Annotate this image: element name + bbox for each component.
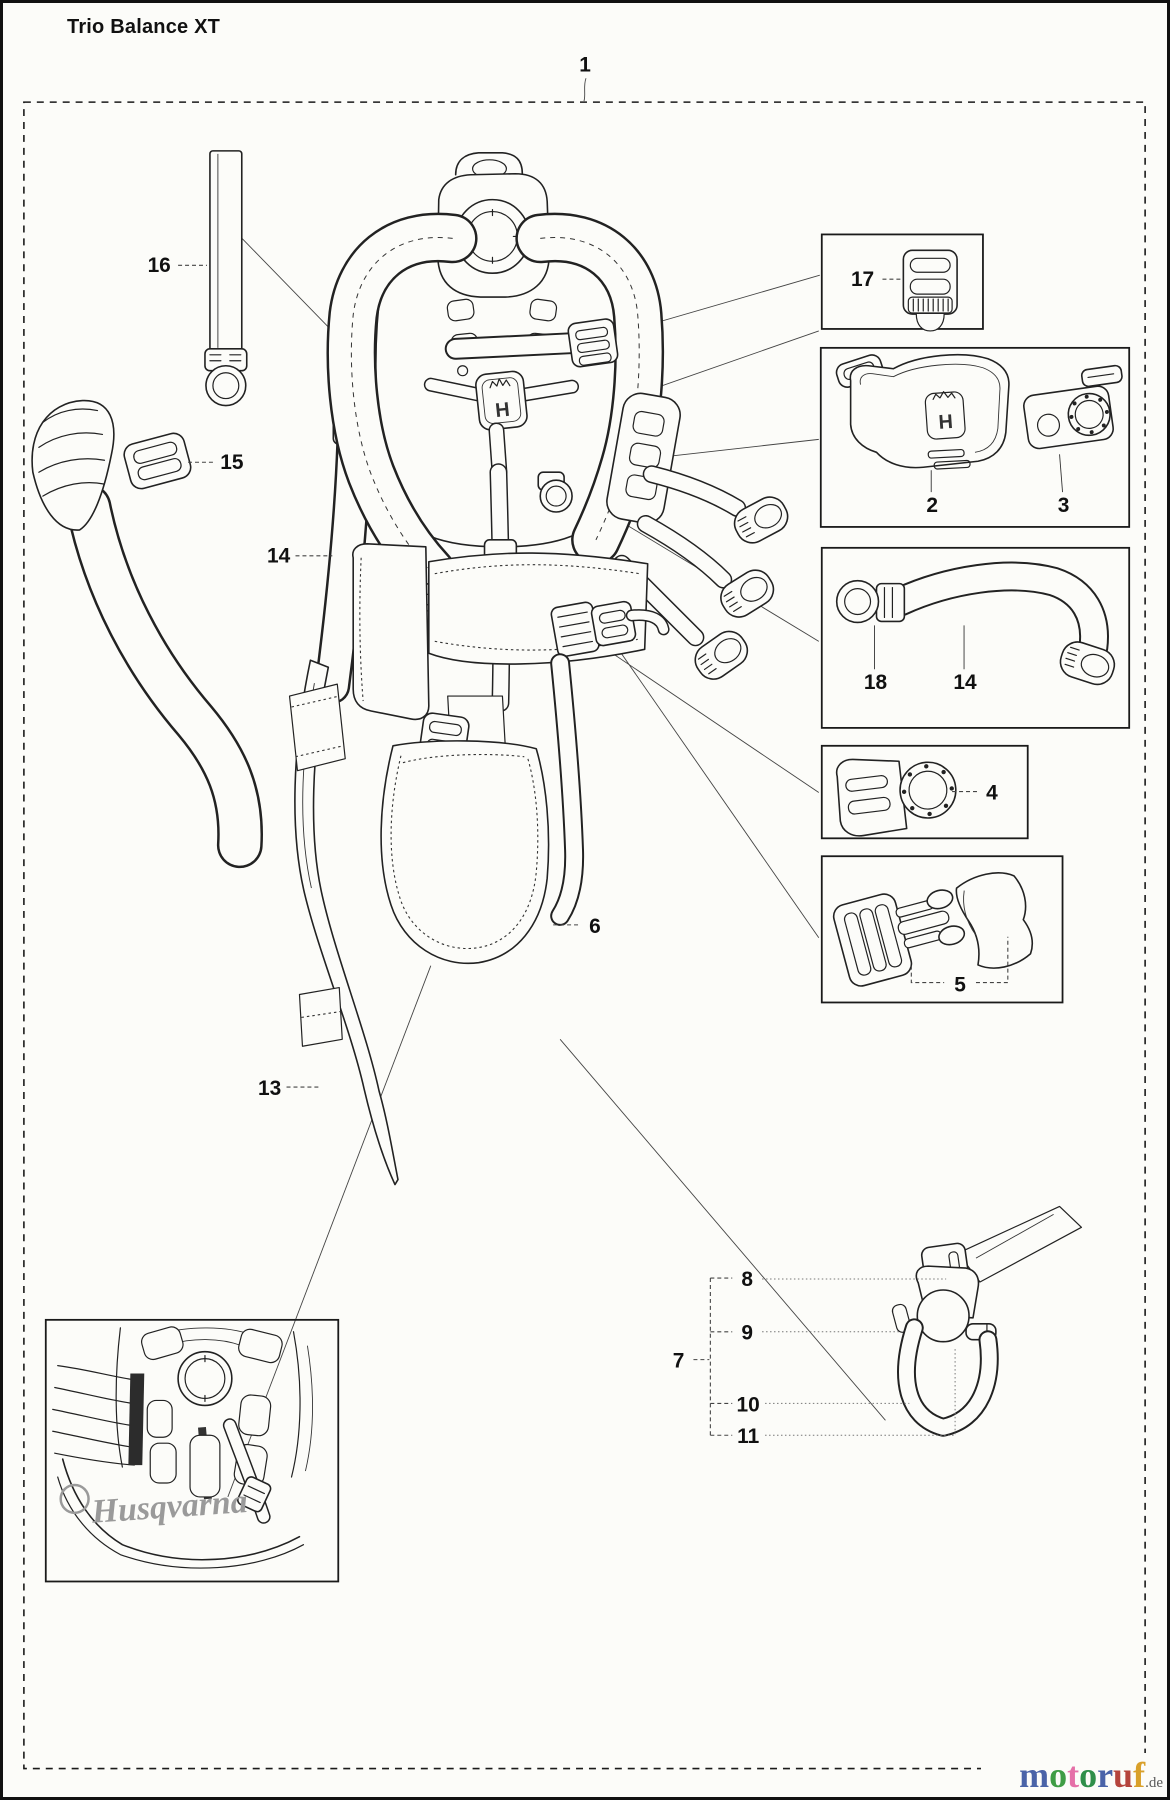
callout-7: 7 bbox=[673, 1350, 685, 1373]
logo-letter: f bbox=[1133, 1755, 1146, 1795]
husqvarna-h-emblem: H bbox=[494, 399, 511, 422]
logo-letter: r bbox=[1097, 1755, 1114, 1795]
hook-assembly bbox=[891, 1205, 1083, 1437]
part-13-stay bbox=[288, 659, 399, 1186]
part-5-male-buckle bbox=[832, 889, 966, 987]
logo-letter: t bbox=[1067, 1755, 1080, 1795]
inset-box-18-14 bbox=[820, 546, 1131, 729]
logo-tld: .de bbox=[1145, 1775, 1163, 1791]
part-2-hip-plate: H bbox=[835, 354, 1010, 470]
page-title: Trio Balance XT bbox=[67, 16, 221, 38]
callout-connectors bbox=[178, 264, 1063, 1436]
callout-3: 3 bbox=[1058, 494, 1070, 517]
part-14-long-strap bbox=[31, 399, 263, 869]
part-18-ring bbox=[835, 579, 880, 624]
husqvarna-wordmark: Husqvarna bbox=[90, 1483, 249, 1531]
leg-apron bbox=[380, 740, 550, 965]
callout-18: 18 bbox=[864, 671, 887, 694]
husqvarna-h-emblem-part2: H bbox=[938, 411, 954, 434]
callout-6: 6 bbox=[589, 915, 601, 938]
callout-2: 2 bbox=[926, 494, 938, 517]
callout-10: 10 bbox=[737, 1393, 760, 1416]
leader-assembly bbox=[583, 78, 587, 102]
callout-8: 8 bbox=[741, 1268, 753, 1291]
callout-15: 15 bbox=[220, 451, 244, 474]
callout-9: 9 bbox=[741, 1322, 753, 1345]
callout-14-left: 14 bbox=[267, 545, 291, 568]
part-16-strap bbox=[204, 150, 248, 407]
inset-box-5 bbox=[820, 855, 1064, 1004]
assembly-dashed-frame bbox=[23, 101, 1146, 1770]
inset-box-17 bbox=[820, 233, 984, 332]
callout-14-inset: 14 bbox=[953, 671, 977, 694]
logo-letter: o bbox=[1049, 1755, 1068, 1795]
part-4-clip bbox=[835, 758, 957, 837]
callout-16: 16 bbox=[148, 254, 171, 277]
logo-letter: u bbox=[1113, 1755, 1134, 1795]
callout-4: 4 bbox=[986, 782, 998, 805]
callout-11: 11 bbox=[737, 1425, 759, 1448]
callout-13: 13 bbox=[258, 1077, 281, 1100]
main-harness-illustration: H bbox=[326, 152, 795, 965]
part-5-female-buckle bbox=[955, 872, 1033, 969]
inset-box-back-detail: Husqvarna bbox=[44, 1318, 340, 1583]
logo-letter: o bbox=[1079, 1755, 1098, 1795]
motoruf-watermark-logo[interactable]: motoruf.de bbox=[981, 1753, 1163, 1797]
callout-17: 17 bbox=[851, 268, 874, 291]
callout-5: 5 bbox=[954, 974, 966, 997]
part-15-buckle bbox=[123, 432, 192, 490]
inset-box-2-3: H bbox=[819, 346, 1131, 528]
part-3-plate bbox=[1023, 364, 1123, 450]
callout-labels: 1 16 15 14 13 17 2 3 18 14 4 5 6 7 8 9 1… bbox=[148, 53, 1070, 1448]
callout-1: 1 bbox=[579, 53, 591, 76]
logo-letter: m bbox=[1019, 1755, 1050, 1795]
diagram-canvas: H bbox=[23, 53, 1146, 1770]
chest-emblem-plate: H bbox=[475, 370, 528, 431]
inset-box-4 bbox=[820, 744, 1029, 840]
